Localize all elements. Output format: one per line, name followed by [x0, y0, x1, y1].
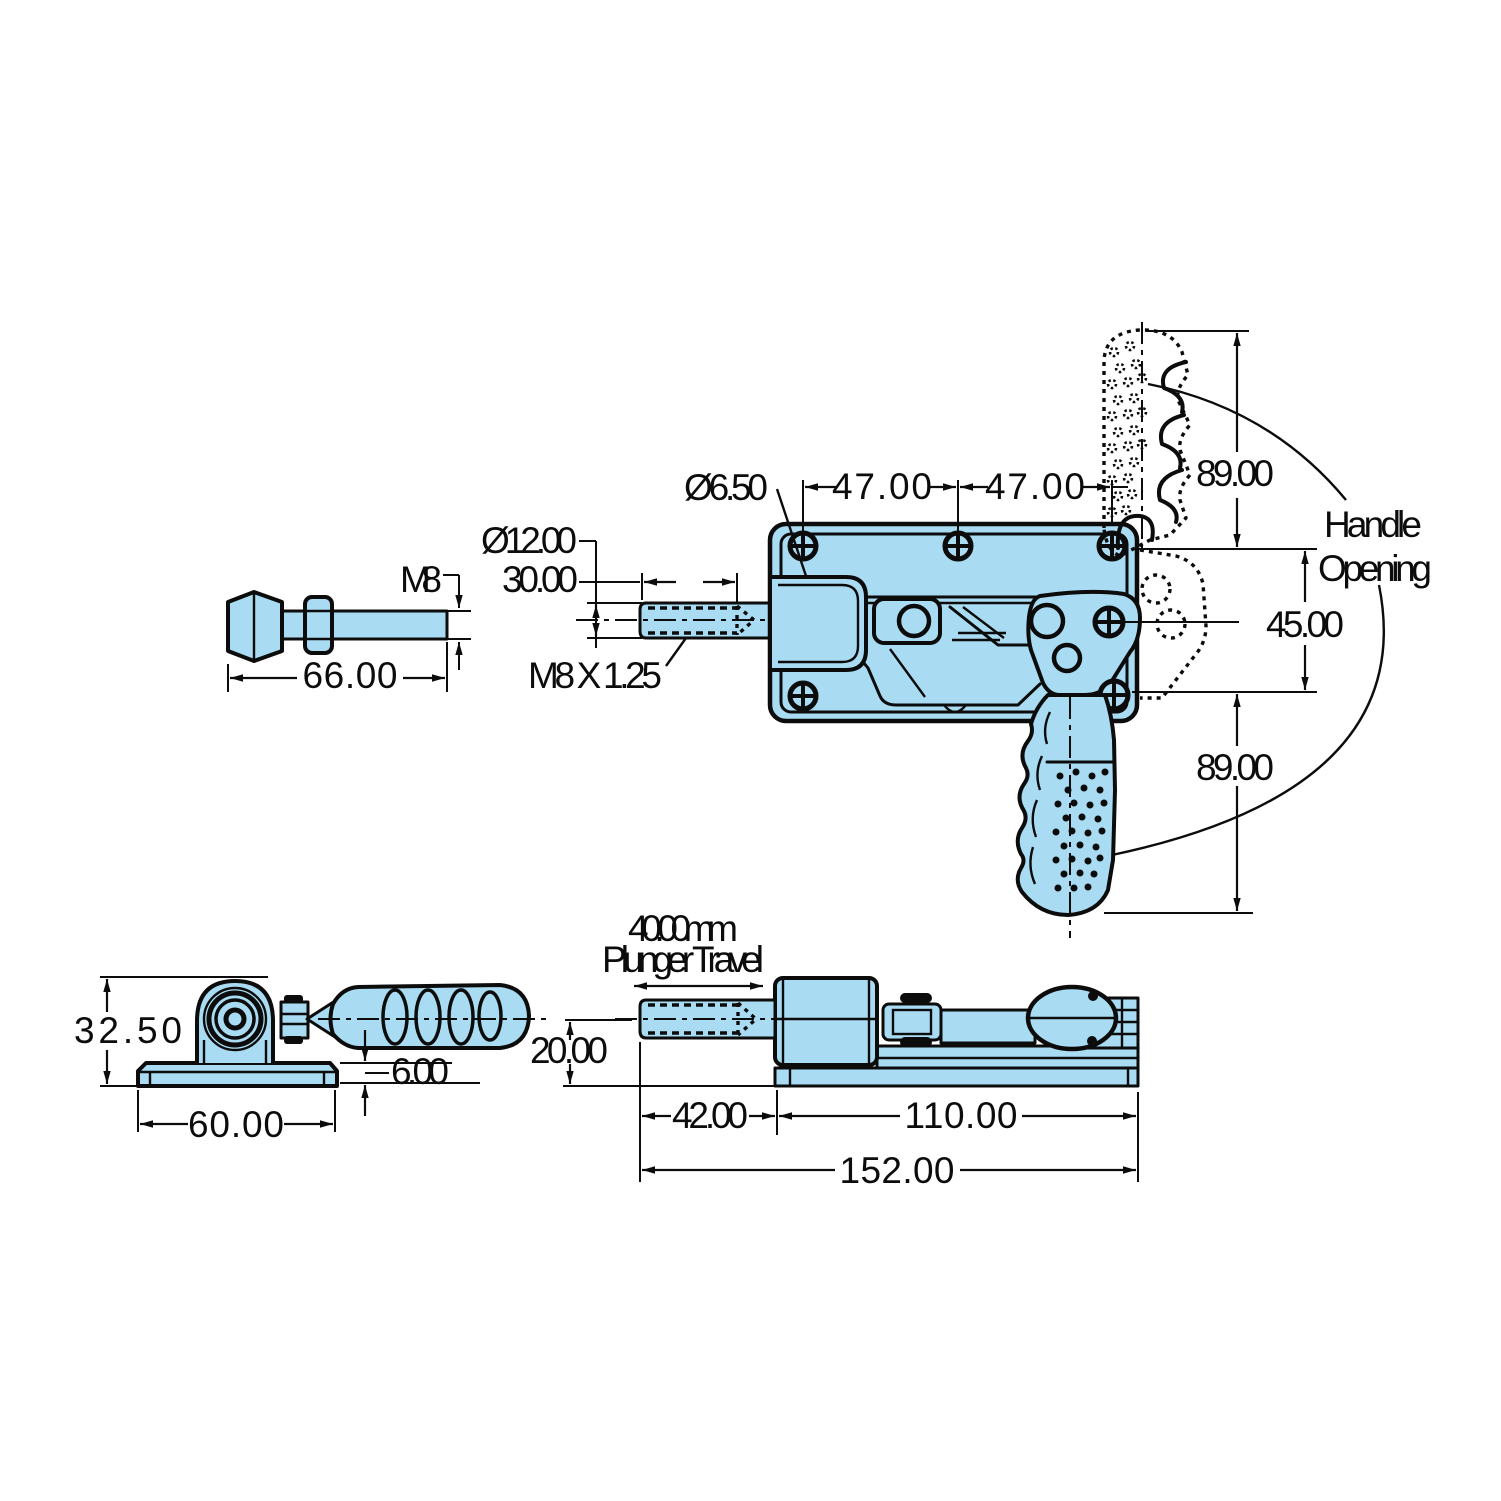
handle-opening-arc-lower — [1111, 584, 1385, 857]
dim-axis-height: 20.00 — [530, 1030, 608, 1071]
clevis-end — [279, 1000, 310, 1040]
base-plate — [773, 1066, 1140, 1088]
dim-base-width: 60.00 — [188, 1104, 284, 1145]
dim-plunger-length: 42.00 — [672, 1095, 748, 1136]
dim-spindle-length: 66.00 — [303, 655, 398, 696]
dim-body-length: 110.00 — [905, 1095, 1018, 1136]
main-view-dimensions: Ø6.50 47.00 47.00 Ø12.00 — [481, 330, 1432, 914]
label-handle-opening-2: Opening — [1318, 548, 1432, 589]
front-view: 40.00mm Plunger Travel 20.00 42.00 110.0… — [530, 908, 1140, 1191]
mounting-screws — [787, 530, 1131, 712]
dim-handle-up-height: 89.00 — [1196, 453, 1274, 494]
dim-hole-diameter: Ø6.50 — [684, 467, 768, 508]
main-view: Ø6.50 47.00 47.00 Ø12.00 — [481, 322, 1432, 938]
mounting-base — [136, 1061, 339, 1088]
dim-hole-pitch-2: 47.00 — [985, 466, 1085, 507]
end-view: 32.50 6.00 60.00 — [74, 976, 548, 1145]
dim-overall-length: 152.00 — [840, 1150, 955, 1191]
spindle-view: M8 66.00 — [226, 559, 471, 696]
label-handle-opening-1: Handle — [1324, 504, 1422, 545]
dim-plunger-travel-value: 40.00mm — [628, 908, 738, 949]
dim-base-thickness: 6.00 — [391, 1051, 449, 1092]
dim-plunger-travel-label: Plunger Travel — [602, 939, 764, 980]
dim-pivot-span: 45.00 — [1266, 604, 1344, 645]
dim-hole-pitch-1: 47.00 — [832, 466, 932, 507]
drive-bar — [939, 1008, 1037, 1045]
dim-handle-down-height: 89.00 — [1196, 747, 1274, 788]
guide-block — [768, 575, 868, 672]
dim-plunger-diameter: Ø12.00 — [481, 520, 577, 561]
handle-down — [1015, 693, 1117, 938]
handle-up-phantom — [1102, 322, 1208, 700]
handle-side — [328, 983, 531, 1050]
dim-thread-length: 30.00 — [502, 559, 578, 600]
dim-thread-spec: M8 X 1.25 — [528, 655, 662, 696]
spindle-nut — [303, 595, 334, 655]
front-view-dimensions: 40.00mm Plunger Travel 20.00 42.00 110.0… — [530, 908, 1139, 1191]
dim-end-height: 32.50 — [74, 1010, 182, 1051]
handle-opening-arc-upper — [1147, 382, 1347, 501]
phantom-grip-dots — [1106, 340, 1148, 518]
thread-bore — [735, 604, 756, 637]
end-view-dimensions: 32.50 6.00 60.00 — [74, 976, 480, 1145]
dim-spindle-thread: M8 — [400, 559, 442, 600]
guide-block-front — [773, 976, 879, 1067]
